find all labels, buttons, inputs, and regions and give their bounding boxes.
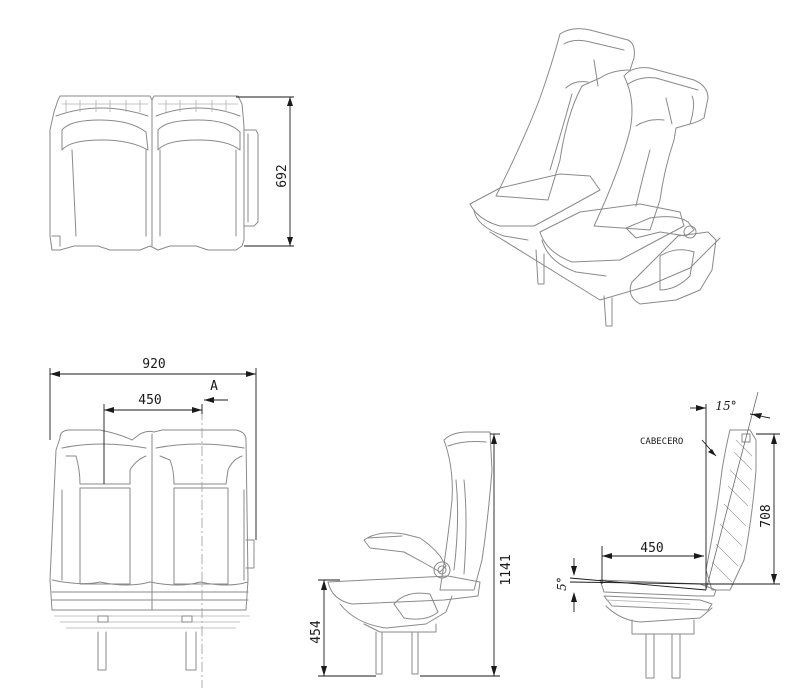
isometric-view <box>469 28 721 327</box>
dim-side-seat-height: 454 <box>309 620 324 644</box>
dim-section-back-height: 708 <box>759 504 774 527</box>
right-back-panel <box>173 487 229 585</box>
dim-section-seat-depth: 450 <box>640 541 663 556</box>
side-view: 1141 454 <box>309 431 514 677</box>
dim-front-seat: 450 <box>138 393 161 408</box>
dim-section-back-angle: 15° <box>715 399 736 413</box>
dim-section-seat-angle: 5° <box>555 577 569 591</box>
label-headrest: CABECERO <box>640 437 683 447</box>
dim-front-width: 920 <box>142 357 165 372</box>
left-back-panel <box>79 487 131 585</box>
dim-side-height: 1141 <box>499 554 514 585</box>
dim-top-depth: 692 <box>275 164 290 187</box>
section-view: 15° CABECERO 708 450 5° <box>555 391 780 679</box>
top-view: 692 <box>49 95 294 251</box>
section-marker: A <box>210 379 218 394</box>
front-view: 920 450 A <box>49 357 257 688</box>
